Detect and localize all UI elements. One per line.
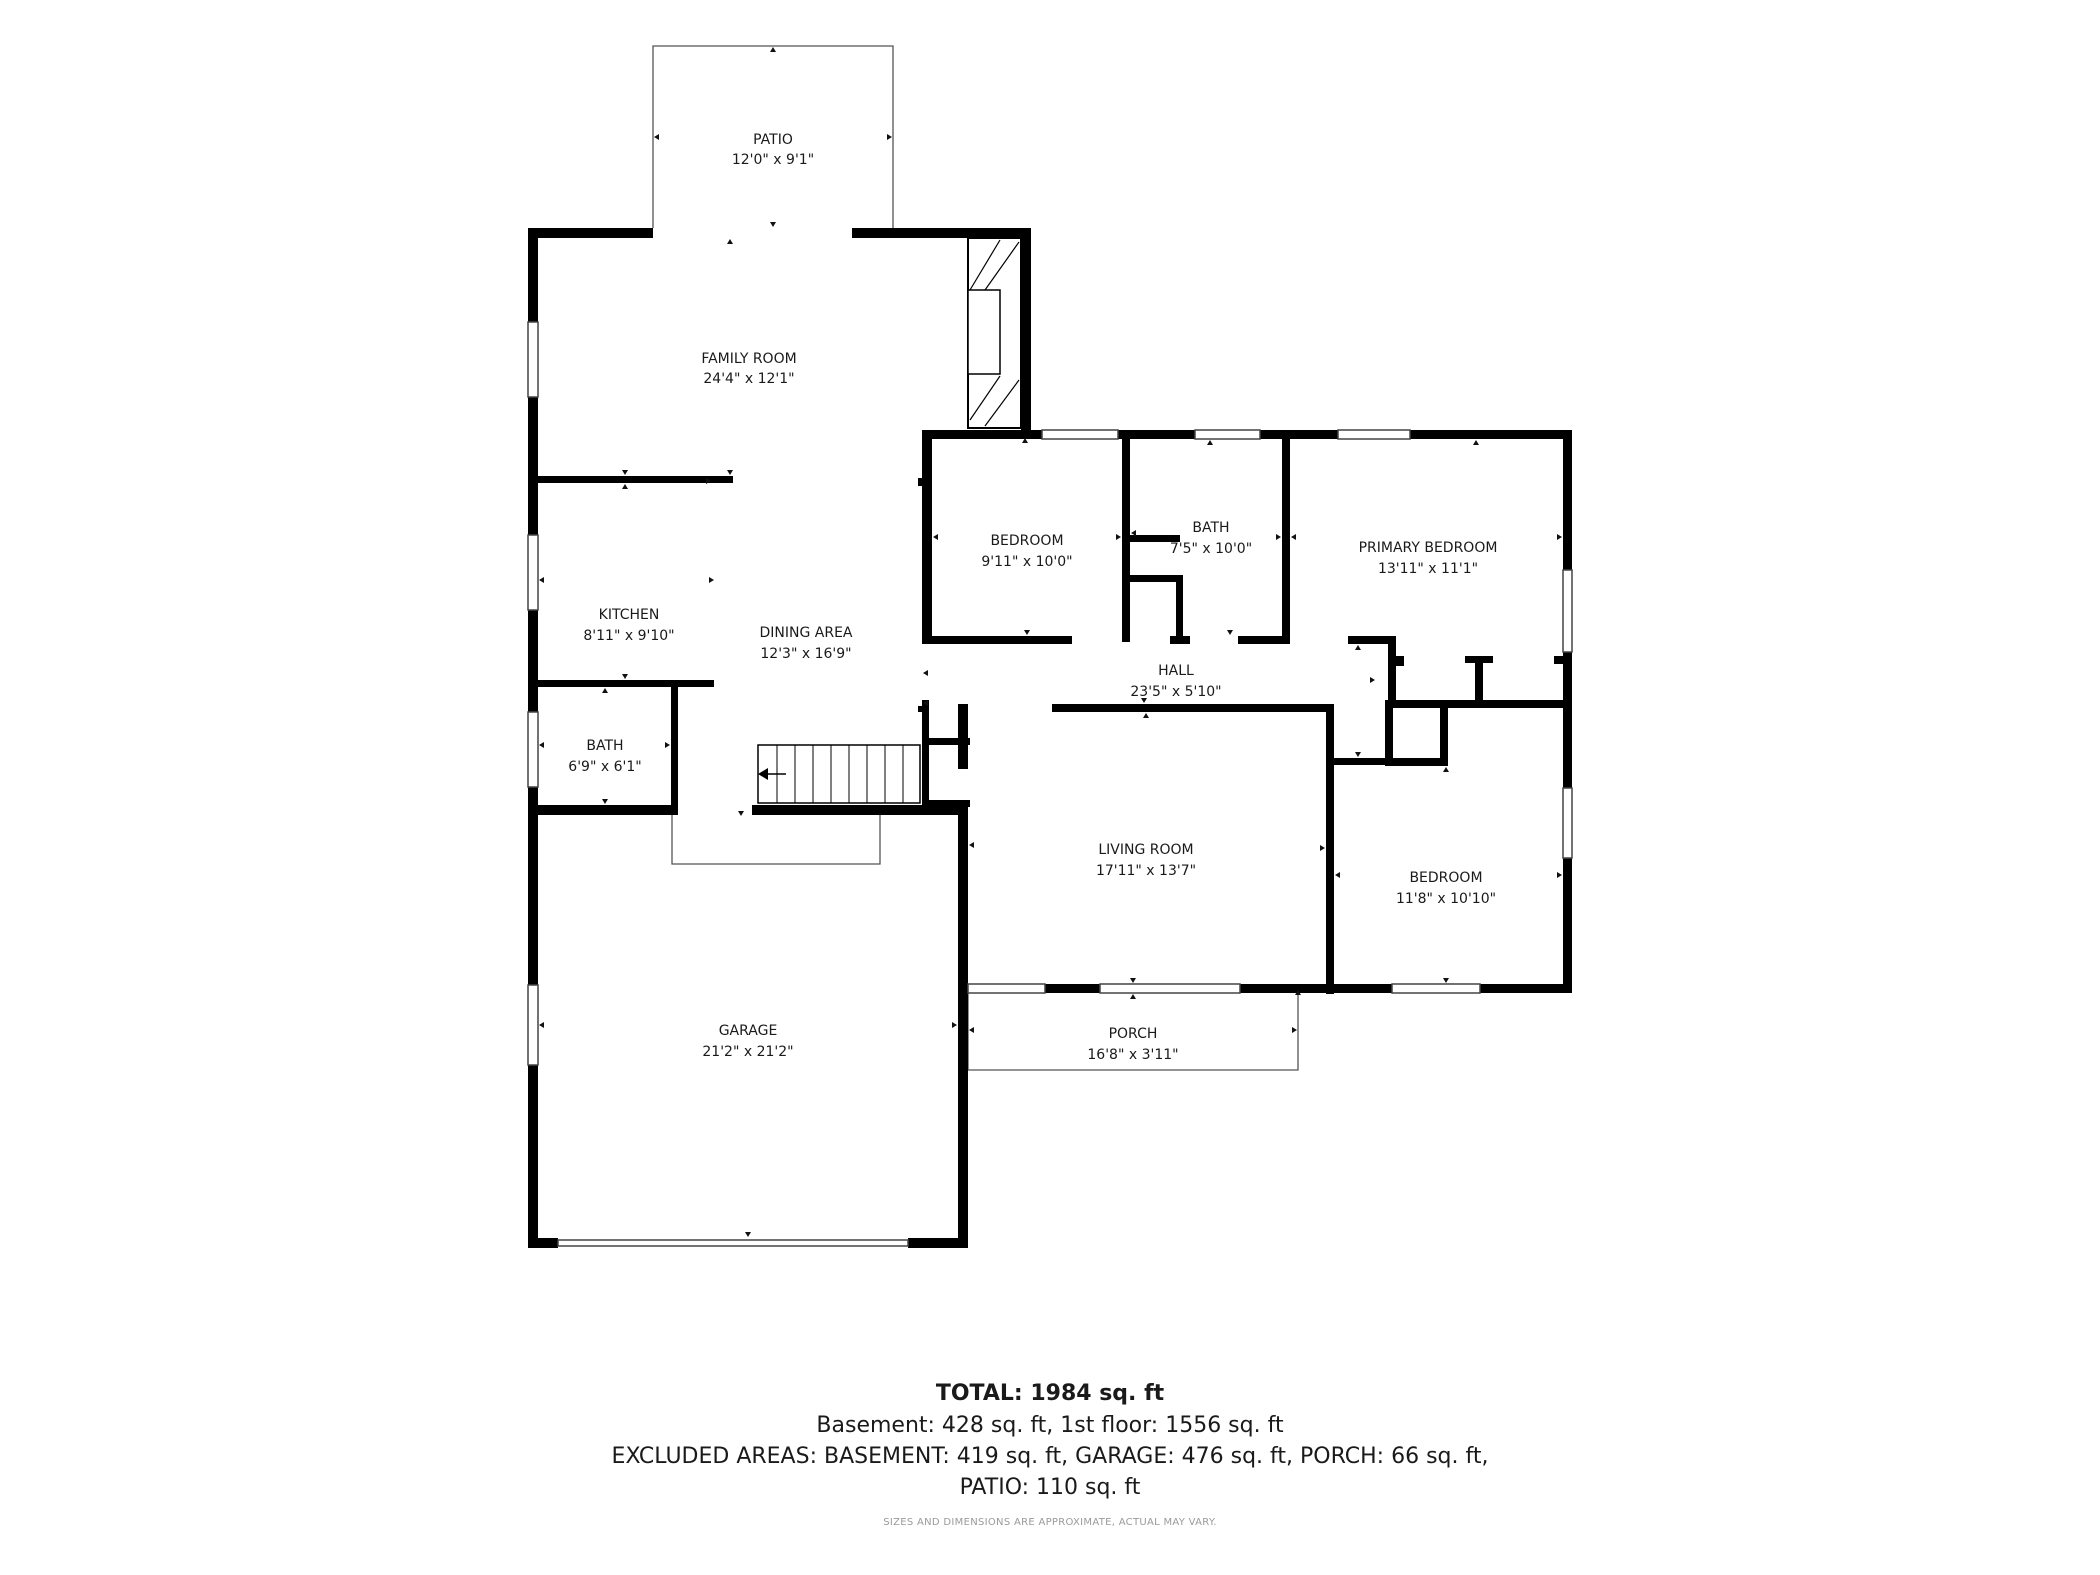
room-dims-patio: 12'0" x 9'1" (732, 152, 814, 168)
room-dims-garage: 21'2" x 21'2" (702, 1044, 793, 1060)
room-dims-hall: 23'5" x 5'10" (1130, 684, 1221, 700)
room-name-living: LIVING ROOM (1098, 842, 1193, 858)
room-dims-living: 17'11" x 13'7" (1096, 863, 1196, 879)
room-dims-family: 24'4" x 12'1" (703, 371, 794, 387)
room-dims-bath1: 6'9" x 6'1" (568, 759, 641, 775)
area-summary: TOTAL: 1984 sq. ft Basement: 428 sq. ft,… (0, 1378, 2100, 1528)
patio-outline (652, 45, 894, 228)
room-name-bath2: BATH (1192, 520, 1229, 536)
garage-step-outline (671, 812, 881, 865)
disclaimer: SIZES AND DIMENSIONS ARE APPROXIMATE, AC… (883, 1517, 1217, 1528)
excluded-areas: EXCLUDED AREAS: BASEMENT: 419 sq. ft, GA… (611, 1444, 1489, 1469)
room-name-bath1: BATH (586, 738, 623, 754)
room-dims-bedroom2: 11'8" x 10'10" (1396, 891, 1496, 907)
room-name-dining: DINING AREA (759, 625, 852, 641)
room-name-hall: HALL (1158, 663, 1194, 679)
room-dims-kitchen: 8'11" x 9'10" (583, 628, 674, 644)
room-dims-primary: 13'11" x 11'1" (1378, 561, 1478, 577)
room-name-bedroom2: BEDROOM (1409, 870, 1482, 886)
room-name-garage: GARAGE (719, 1023, 778, 1039)
room-name-primary: PRIMARY BEDROOM (1359, 540, 1498, 556)
fireplace (967, 237, 1022, 429)
windows (527, 321, 1573, 1247)
room-name-patio: PATIO (753, 132, 793, 148)
room-name-kitchen: KITCHEN (599, 607, 660, 623)
floor-areas: Basement: 428 sq. ft, 1st floor: 1556 sq… (816, 1413, 1284, 1438)
room-dims-bath2: 7'5" x 10'0" (1170, 541, 1252, 557)
excluded-areas-cont: PATIO: 110 sq. ft (959, 1475, 1141, 1500)
room-name-porch: PORCH (1109, 1026, 1158, 1042)
room-dims-porch: 16'8" x 3'11" (1087, 1047, 1178, 1063)
room-dims-dining: 12'3" x 16'9" (760, 646, 851, 662)
total-area: TOTAL: 1984 sq. ft (935, 1381, 1165, 1406)
walls (528, 228, 1572, 1248)
room-name-family: FAMILY ROOM (701, 351, 796, 367)
room-dims-bedroom1: 9'11" x 10'0" (981, 554, 1072, 570)
dimension-markers (539, 47, 1562, 1237)
room-name-bedroom1: BEDROOM (990, 533, 1063, 549)
stairs (757, 744, 921, 804)
room-labels: PATIO 12'0" x 9'1" FAMILY ROOM 24'4" x 1… (568, 132, 1497, 1063)
